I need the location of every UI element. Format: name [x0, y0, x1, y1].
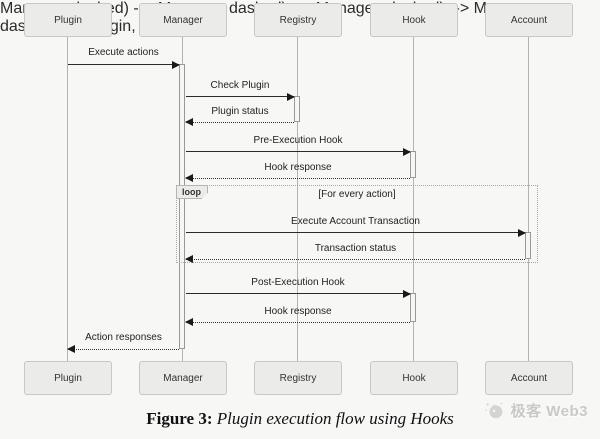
- arrowhead-right-icon: [403, 147, 411, 156]
- message-label-check-plugin: Check Plugin: [210, 80, 270, 91]
- message-label-action-responses: Action responses: [85, 332, 162, 343]
- lifeline-registry: [297, 37, 298, 361]
- actor-manager-top: Manager: [139, 3, 227, 37]
- message-arrow-post-execution-hook: [186, 289, 411, 298]
- actor-account-top: Account: [485, 3, 573, 37]
- message-arrow-hook-response-1: [185, 174, 410, 182]
- activation-bar-hook-post: [410, 293, 416, 322]
- actor-label: Plugin: [54, 14, 82, 26]
- actor-account-bottom: Account: [485, 361, 573, 395]
- arrowhead-left-icon: [185, 118, 193, 126]
- actor-plugin-top: Plugin: [24, 3, 112, 37]
- geek-web3-logo-icon: [484, 402, 502, 419]
- actor-label: Plugin: [54, 372, 82, 384]
- arrowhead-right-icon: [172, 60, 180, 69]
- message-arrow-hook-response-2: [185, 318, 410, 326]
- activation-bar-manager: [179, 64, 185, 349]
- message-label-post-execution-hook: Post-Execution Hook: [251, 277, 345, 288]
- lifeline-account: [528, 37, 529, 361]
- message-label-hook-response-2: Hook response: [264, 306, 332, 317]
- actor-hook-top: Hook: [370, 3, 458, 37]
- arrowhead-left-icon: [185, 174, 193, 182]
- message-arrow-execute-actions: [68, 60, 180, 69]
- actor-registry-bottom: Registry: [254, 361, 342, 395]
- message-arrow-action-responses: [67, 345, 179, 353]
- figure-caption-text: Plugin execution flow using Hooks: [216, 409, 454, 428]
- message-label-execute-actions: Execute actions: [88, 47, 159, 58]
- loop-operator-tag: loop: [176, 185, 208, 199]
- arrowhead-right-icon: [403, 289, 411, 298]
- actor-label: Manager: [163, 14, 203, 26]
- actor-hook-bottom: Hook: [370, 361, 458, 395]
- arrowhead-left-icon: [185, 255, 193, 263]
- lifeline-hook: [413, 37, 414, 361]
- message-label-pre-execution-hook: Pre-Execution Hook: [253, 135, 343, 146]
- actor-label: Hook: [402, 372, 426, 384]
- actor-label: Hook: [402, 14, 426, 26]
- message-arrow-plugin-status: [185, 118, 294, 126]
- activation-bar-account: [525, 232, 531, 259]
- actor-label: Registry: [279, 372, 317, 384]
- actor-label: Account: [510, 372, 548, 384]
- message-arrow-pre-execution-hook: [186, 147, 411, 156]
- loop-guard-condition: [For every action]: [318, 189, 396, 200]
- activation-bar-hook-pre: [410, 151, 416, 178]
- arrowhead-left-icon: [67, 345, 75, 353]
- message-arrow-transaction-status: [185, 255, 525, 263]
- arrowhead-right-icon: [518, 228, 526, 237]
- actor-plugin-bottom: Plugin: [24, 361, 112, 395]
- message-label-transaction-status: Transaction status: [314, 243, 397, 254]
- message-label-hook-response-1: Hook response: [264, 162, 332, 173]
- actor-label: Manager: [163, 372, 203, 384]
- message-label-execute-account-transaction: Execute Account Transaction: [291, 216, 420, 227]
- figure-caption-number: Figure 3:: [146, 409, 213, 428]
- activation-bar-registry: [294, 96, 300, 122]
- actor-manager-bottom: Manager: [139, 361, 227, 395]
- lifeline-plugin: [67, 37, 68, 361]
- message-arrow-check-plugin: [186, 92, 295, 101]
- watermark-text: 极客 Web3: [510, 402, 588, 420]
- actor-label: Registry: [279, 14, 317, 26]
- loop-fragment: loop [For every action]: [176, 185, 538, 263]
- figure-caption: Figure 3: Plugin execution flow using Ho…: [0, 409, 600, 429]
- actor-registry-top: Registry: [254, 3, 342, 37]
- message-label-plugin-status: Plugin status: [211, 106, 269, 117]
- actor-label: Account: [510, 14, 548, 26]
- message-arrow-execute-account-transaction: [186, 228, 526, 237]
- arrowhead-left-icon: [185, 318, 193, 326]
- watermark: 极客 Web3: [484, 399, 588, 421]
- arrowhead-right-icon: [287, 92, 295, 101]
